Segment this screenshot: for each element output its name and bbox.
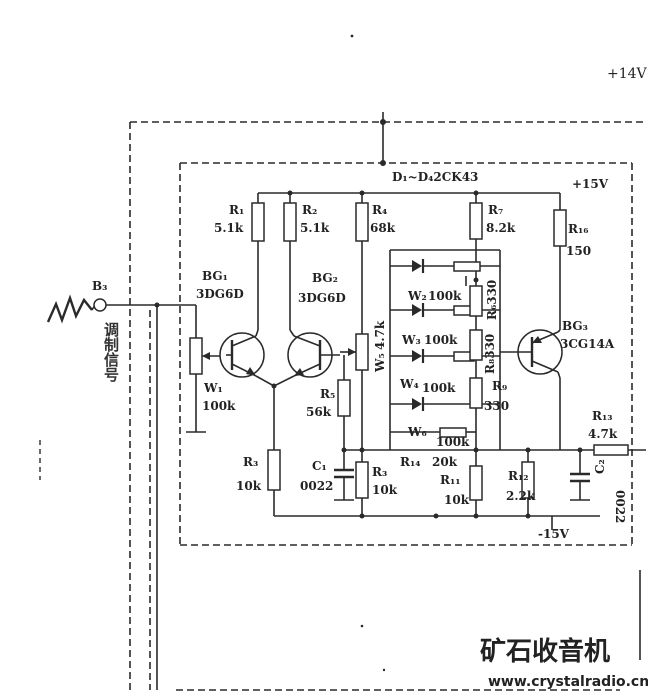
- w2-name: W₂: [407, 289, 427, 303]
- resistor-r1: [251, 193, 265, 330]
- r14-value: 20k: [432, 455, 458, 469]
- transistor-bg3: [500, 329, 563, 450]
- watermark-logo: 矿石收音机 www.crystalradio.cn: [480, 636, 648, 690]
- pot-w6: [390, 427, 476, 438]
- resistor-r6: [469, 277, 483, 317]
- r11-value: 10k: [444, 493, 470, 507]
- stray-dot: [350, 34, 354, 38]
- r4-name: R₄: [372, 203, 387, 217]
- r7-value: 8.2k: [486, 221, 516, 235]
- module-enclosure: [179, 162, 633, 546]
- r13-value: 4.7k: [588, 427, 618, 441]
- c2-value: 0022: [613, 490, 627, 523]
- resistor-r16: [553, 209, 567, 330]
- r3-name: R₃: [243, 455, 258, 469]
- bg1-part: 3DG6D: [196, 287, 244, 301]
- resistor-r4: [355, 193, 369, 330]
- r10-value: 330: [484, 399, 509, 413]
- w6-name: W₆: [407, 425, 427, 439]
- r5-name: R₅: [320, 387, 335, 401]
- r2-name: R₂: [302, 203, 317, 217]
- c1-name: C₁: [312, 459, 327, 473]
- w4-name: W₄: [399, 377, 419, 391]
- w3-value: 100k: [424, 333, 458, 347]
- diode-d1: [390, 259, 454, 273]
- pot-w2: [453, 261, 500, 286]
- w2-value: 100k: [428, 289, 462, 303]
- b3-label: B₃: [92, 279, 107, 293]
- signal-input: [46, 294, 196, 690]
- diode-d4: [390, 397, 500, 411]
- input-terminal-b3: [93, 298, 107, 312]
- resistor-r11: [469, 450, 483, 516]
- watermark-brand: 矿石收音机: [480, 636, 610, 667]
- resistor-r7: [469, 193, 483, 280]
- r3-value: 10k: [236, 479, 262, 493]
- r5-value: 56k: [306, 405, 332, 419]
- w5-value: 4.7k: [373, 320, 387, 350]
- resistor-r12: [521, 450, 535, 516]
- bg3-name: BG₃: [562, 319, 588, 333]
- watermark-url: www.crystalradio.cn: [488, 674, 648, 690]
- supply-feed: [380, 112, 386, 166]
- w4-value: 100k: [422, 381, 456, 395]
- bg2-name: BG₂: [312, 271, 338, 285]
- resistor-r8: [469, 316, 483, 361]
- r16-name: R₁₆: [568, 222, 588, 236]
- w6-value: 100k: [436, 435, 470, 449]
- bg2-part: 3DG6D: [298, 291, 346, 305]
- r13-name: R₁₃: [592, 409, 612, 423]
- transistor-bg1: [219, 329, 275, 387]
- r3b-name: R₃: [372, 465, 387, 479]
- w1-value: 100k: [202, 399, 236, 413]
- r12-value: 2.2k: [506, 489, 536, 503]
- w3-name: W₃: [401, 333, 421, 347]
- c1-value: 0022: [300, 479, 333, 493]
- r3b-value: 10k: [372, 483, 398, 497]
- r4-value: 68k: [370, 221, 396, 235]
- bg3-part: 3CG14A: [560, 337, 615, 351]
- resistor-r9: [469, 360, 483, 409]
- capacitor-c1: [334, 450, 354, 501]
- r1-value: 5.1k: [214, 221, 244, 235]
- r16-value: 150: [566, 244, 591, 258]
- r1-name: R₁: [229, 203, 244, 217]
- r6-label: R₆330: [485, 280, 499, 320]
- outer-enclosure: [39, 121, 646, 691]
- r11-name: R₁₁: [440, 473, 460, 487]
- resistor-r13: [593, 444, 646, 456]
- resistor-r3: [267, 386, 281, 516]
- plus15v-label: +15V: [572, 177, 609, 191]
- r14-name: R₁₄: [400, 455, 420, 469]
- r12-name: R₁₂: [508, 469, 528, 483]
- r7-name: R₇: [488, 203, 503, 217]
- capacitor-c2: [570, 450, 590, 501]
- modulation-signal-label: 调制信号: [60, 322, 120, 383]
- c2-name: C₂: [593, 459, 607, 474]
- diode-d2: [390, 303, 475, 317]
- resistor-r5: [337, 355, 351, 450]
- r8-label: R₈330: [483, 334, 497, 374]
- minus15v-label: -15V: [538, 527, 570, 541]
- transistor-bg2: [273, 329, 340, 387]
- resistor-r2: [283, 193, 297, 330]
- r2-value: 5.1k: [300, 221, 330, 235]
- diode-range-label: D₁~D₄2CK43: [392, 170, 478, 184]
- supply-top-label: +14V: [607, 66, 648, 82]
- w1-name: W₁: [203, 381, 223, 395]
- pot-w1: [186, 305, 226, 433]
- r9-name: R₉: [492, 379, 507, 393]
- bg1-name: BG₁: [202, 269, 228, 283]
- w5-name: W₅: [373, 353, 387, 373]
- resistor-r3b: [355, 461, 369, 499]
